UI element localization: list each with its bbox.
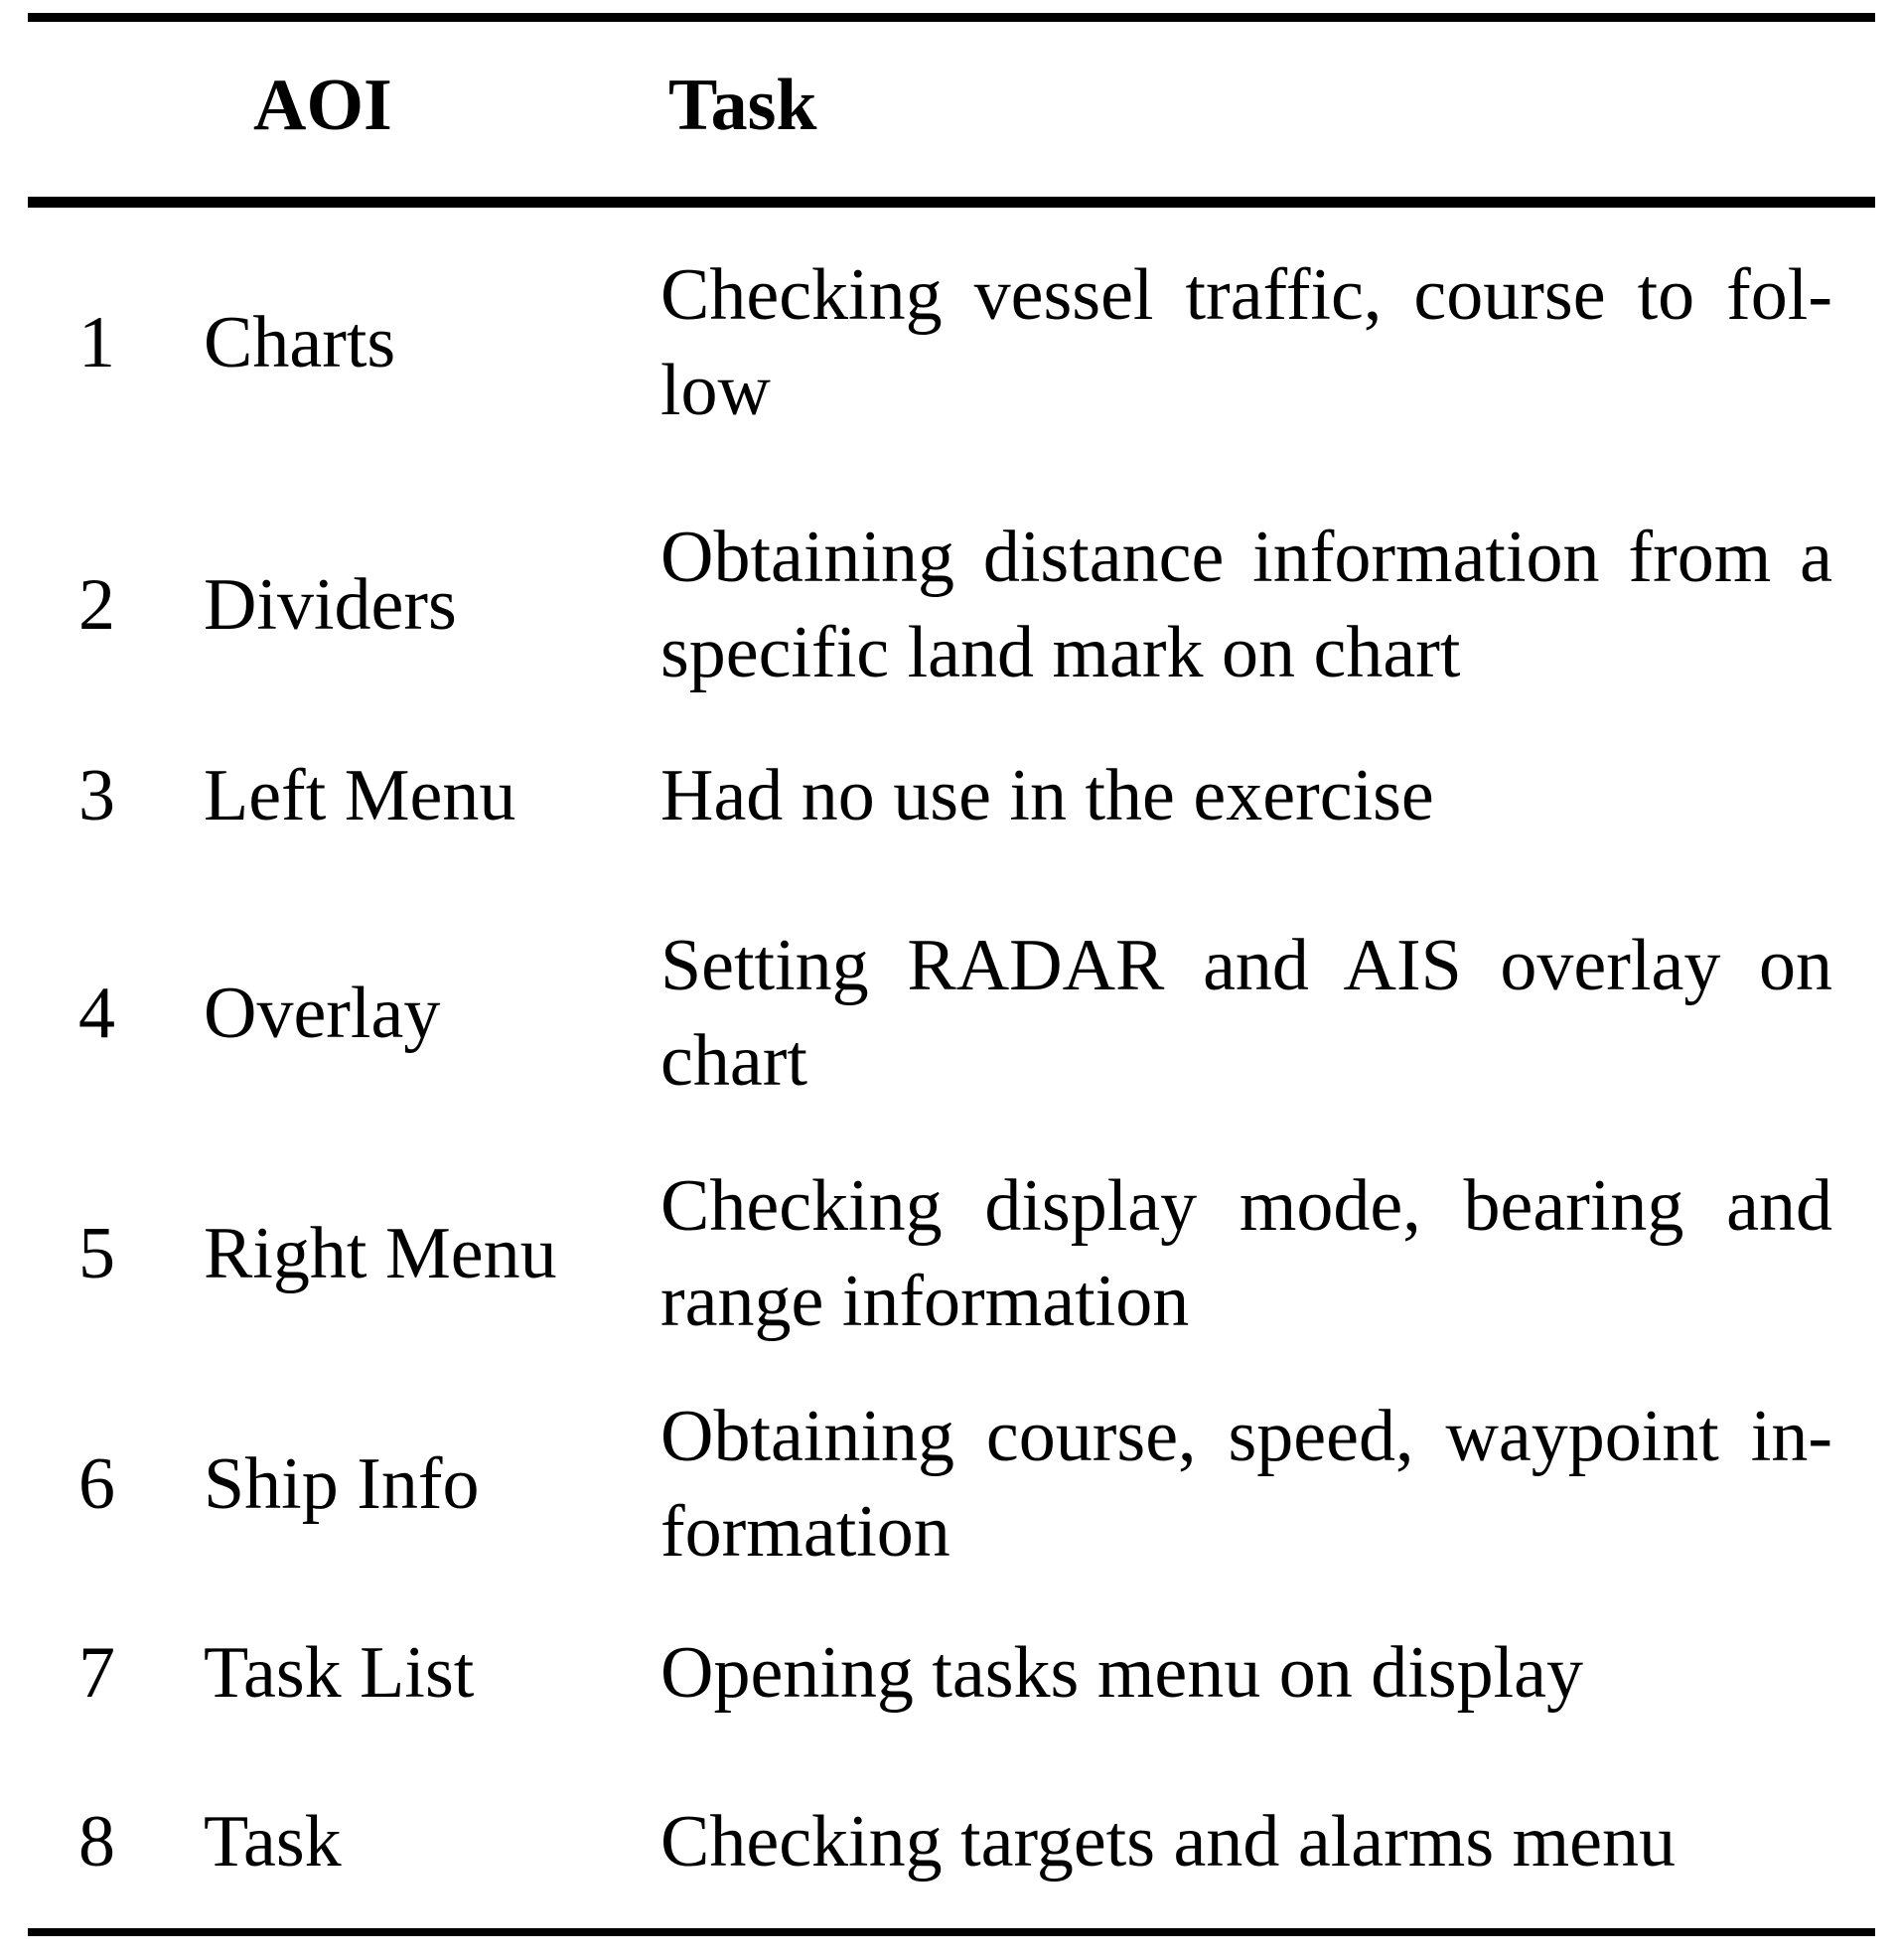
aoi-label: Overlay [204, 973, 441, 1054]
table-top-rule [28, 13, 1875, 22]
aoi-label: Left Menu [204, 755, 516, 836]
task-description: Setting RADAR and AIS overlay on chart [660, 918, 1832, 1109]
task-description: Obtaining course, speed, waypoint in-for… [660, 1389, 1832, 1580]
table-row: 8 Task Checking targets and alarms menu [0, 1770, 1898, 1928]
aoi-label: Dividers [204, 564, 457, 646]
table-row: 3 Left Menu Had no use in the exercise [0, 724, 1898, 888]
table-bottom-rule [28, 1928, 1875, 1936]
task-line: Obtaining course, speed, waypoint in- [660, 1396, 1832, 1477]
table-body: 1 Charts Checking vessel traffic, course… [0, 208, 1898, 1928]
table-row: 7 Task List Opening tasks menu on displa… [0, 1601, 1898, 1770]
task-description: Checking targets and alarms menu [660, 1794, 1832, 1889]
aoi-label: Ship Info [204, 1443, 480, 1525]
table-row: 2 Dividers Obtaining distance informatio… [0, 486, 1898, 724]
row-number: 1 [78, 302, 115, 383]
task-line: Checking display mode, bearing and [660, 1165, 1832, 1247]
row-number: 5 [78, 1213, 115, 1294]
task-line: Had no use in the exercise [660, 755, 1434, 836]
task-description: Checking display mode, bearing and range … [660, 1158, 1832, 1349]
task-line: low [660, 350, 771, 431]
task-line: Opening tasks menu on display [660, 1632, 1584, 1714]
row-number: 6 [78, 1443, 115, 1525]
header-task: Task [668, 65, 817, 146]
row-number: 8 [78, 1801, 115, 1883]
task-line: range information [660, 1261, 1190, 1342]
task-line: Setting RADAR and AIS overlay on [660, 925, 1832, 1006]
header-aoi: AOI [253, 65, 392, 146]
table-row: 1 Charts Checking vessel traffic, course… [0, 208, 1898, 486]
aoi-label: Task List [204, 1632, 475, 1714]
task-description: Opening tasks menu on display [660, 1625, 1832, 1721]
task-line: formation [660, 1491, 950, 1573]
table-row: 4 Overlay Setting RADAR and AIS overlay … [0, 888, 1898, 1139]
aoi-label: Charts [204, 302, 396, 383]
row-number: 3 [78, 755, 115, 836]
aoi-label: Right Menu [204, 1213, 557, 1294]
row-number: 4 [78, 973, 115, 1054]
task-line: Checking targets and alarms menu [660, 1801, 1677, 1883]
row-number: 7 [78, 1632, 115, 1714]
task-line: chart [660, 1020, 807, 1102]
table-row: 6 Ship Info Obtaining course, speed, way… [0, 1368, 1898, 1601]
table-row: 5 Right Menu Checking display mode, bear… [0, 1139, 1898, 1368]
task-description: Checking vessel traffic, course to fol-l… [660, 247, 1832, 438]
task-line: Obtaining distance information from a [660, 517, 1832, 598]
task-description: Had no use in the exercise [660, 748, 1832, 843]
task-line: specific land mark on chart [660, 612, 1461, 693]
task-line: Checking vessel traffic, course to fol- [660, 254, 1832, 336]
row-number: 2 [78, 564, 115, 646]
aoi-label: Task [204, 1801, 342, 1883]
table-header-rule [28, 197, 1875, 208]
table-header-row: AOI Task [0, 22, 1898, 197]
task-description: Obtaining distance information from a spe… [660, 510, 1832, 700]
